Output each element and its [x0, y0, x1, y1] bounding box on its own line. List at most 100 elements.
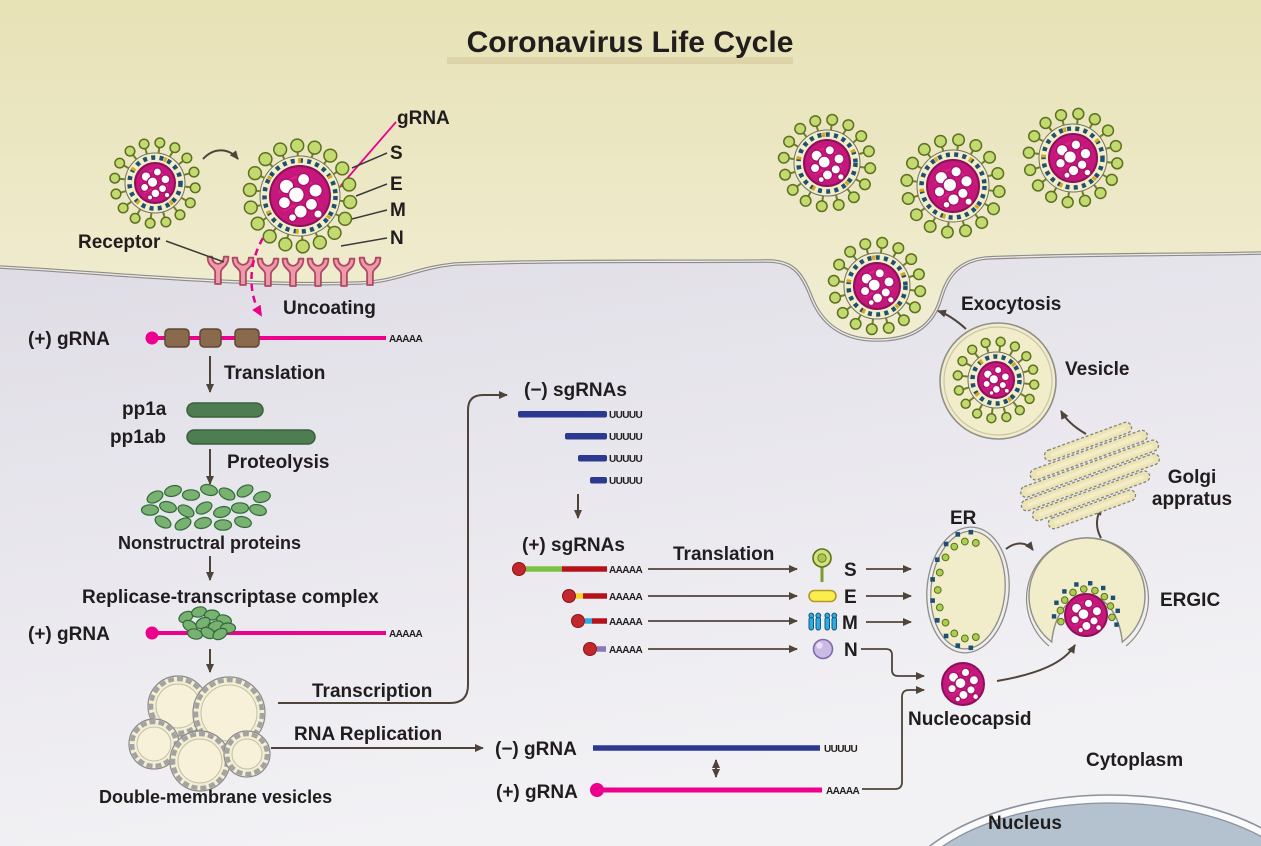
golgi-icon [1019, 421, 1160, 530]
membrane-stud [955, 532, 961, 537]
golgi-cisterna-lumen [1054, 494, 1130, 525]
nonstructural-proteins-cluster [140, 483, 271, 531]
receptor-row [206, 255, 382, 287]
rna-replication-label: RNA Replication [294, 724, 442, 745]
spike-stud [1100, 592, 1109, 601]
protein-oval [154, 515, 172, 529]
m-callout-line [347, 209, 388, 221]
dmv-label: Double-membrane vesicles [99, 787, 332, 807]
polyu-tail: UUUUU [609, 432, 642, 443]
golgi-cisterna-lumen [1026, 444, 1153, 493]
protein-oval [212, 627, 228, 641]
e-callout-line [355, 183, 388, 197]
ergic-budding-spikes [1051, 581, 1120, 627]
membrane-stud [935, 618, 940, 623]
protein-oval [200, 483, 218, 497]
plasma-membrane-inner-line [0, 252, 1261, 341]
receptor-icon [306, 257, 330, 287]
nucleocapsid-icon [803, 139, 851, 187]
virion-icon [109, 137, 201, 229]
nucleocapsid-icon [134, 162, 176, 204]
nucleocapsid-icon [853, 262, 901, 310]
plus-grna-molecule-bottom: AAAAA [590, 783, 860, 797]
membrane-stud [1051, 614, 1057, 619]
er-to-ergic-arrow [1005, 541, 1034, 551]
protein-oval [177, 504, 195, 518]
spike-stud [933, 586, 942, 594]
spike-stud [1106, 602, 1115, 610]
er-icon [926, 526, 1010, 654]
pp1ab-label: pp1ab [110, 427, 166, 448]
protein-oval [195, 501, 213, 515]
dmv-lumen [136, 726, 172, 762]
polya-tail: AAAAA [389, 629, 422, 640]
protein-oval [218, 487, 236, 501]
proteolysis-label: Proteolysis [227, 452, 329, 473]
nucleocapsid-icon [977, 361, 1015, 399]
ergic-nucleocapsid [1064, 593, 1108, 637]
membrane-stud [955, 643, 961, 648]
receptor-icon [206, 255, 230, 285]
uncoating-label: Uncoating [283, 298, 376, 319]
receptor-icon [256, 257, 280, 287]
plus-sgrna-set: AAAAA AAAAA AAAAA AAAAA [512, 562, 643, 656]
protein-oval [187, 628, 203, 640]
polya-tail: AAAAA [609, 592, 642, 603]
dmv-lumen [177, 738, 223, 784]
dmv-membrane [224, 731, 270, 777]
transcription-label: Transcription [312, 681, 432, 702]
polya-tail: AAAAA [609, 617, 642, 628]
golgi-cisterna-lumen [1036, 434, 1142, 476]
membrane-stud [1114, 622, 1119, 627]
protein-oval [164, 484, 182, 498]
spike-stud [935, 603, 944, 612]
minus-sgrnas-label: (−) sgRNAs [524, 380, 627, 401]
replicase-transcriptase-complex [178, 606, 237, 641]
membrane-stud [1062, 589, 1067, 594]
spike-stud [1060, 596, 1069, 604]
receptor-icon [281, 257, 305, 287]
virion-icon [1022, 107, 1124, 209]
minus-grna-label: (−) gRNA [495, 739, 577, 760]
spike-stud [960, 634, 969, 643]
spike-stud [950, 542, 959, 551]
protein-oval [249, 503, 267, 517]
protein-oval [146, 490, 164, 504]
membrane-stud [935, 557, 940, 562]
spike-stud [1091, 586, 1099, 595]
n-protein-label: N [844, 640, 858, 661]
pp1a-bar [186, 402, 264, 418]
spike-stud [1069, 588, 1077, 597]
spike-stud [971, 633, 980, 641]
sgrna-translation-label: Translation [673, 544, 774, 565]
membrane-stud [1100, 585, 1106, 591]
protein-oval [234, 515, 252, 529]
free-nucleocapsid [941, 662, 985, 706]
dmv-membrane [193, 677, 265, 749]
spike-stud [1056, 606, 1065, 615]
membrane-stud [1110, 595, 1116, 601]
minus-grna-molecule: UUUUU [593, 744, 858, 755]
virion-icon [827, 236, 927, 336]
protein-oval [253, 490, 271, 504]
protein-oval [174, 517, 192, 531]
spike-stud [941, 553, 950, 562]
protein-oval [236, 484, 254, 498]
nucleocapsid-to-ergic-arrow [996, 644, 1076, 682]
golgi-cisterna-lumen [1050, 426, 1126, 457]
page-title: Coronavirus Life Cycle [467, 26, 794, 59]
protein-oval [213, 519, 233, 531]
envelope-protein-icon [808, 589, 837, 603]
golgi-label-line2: appratus [1152, 489, 1232, 510]
membrane-stud [930, 598, 935, 603]
er-membrane-studs [930, 529, 980, 651]
membrane-stud [943, 541, 949, 547]
receptor-callout-line [165, 240, 225, 263]
protein-oval [140, 504, 160, 516]
protein-oval [194, 516, 212, 530]
s-callout-label: S [390, 143, 403, 164]
plus-grna-molecule: AAAAA [145, 328, 423, 348]
nucleocapsid-icon [926, 159, 980, 213]
protein-oval [191, 606, 207, 618]
